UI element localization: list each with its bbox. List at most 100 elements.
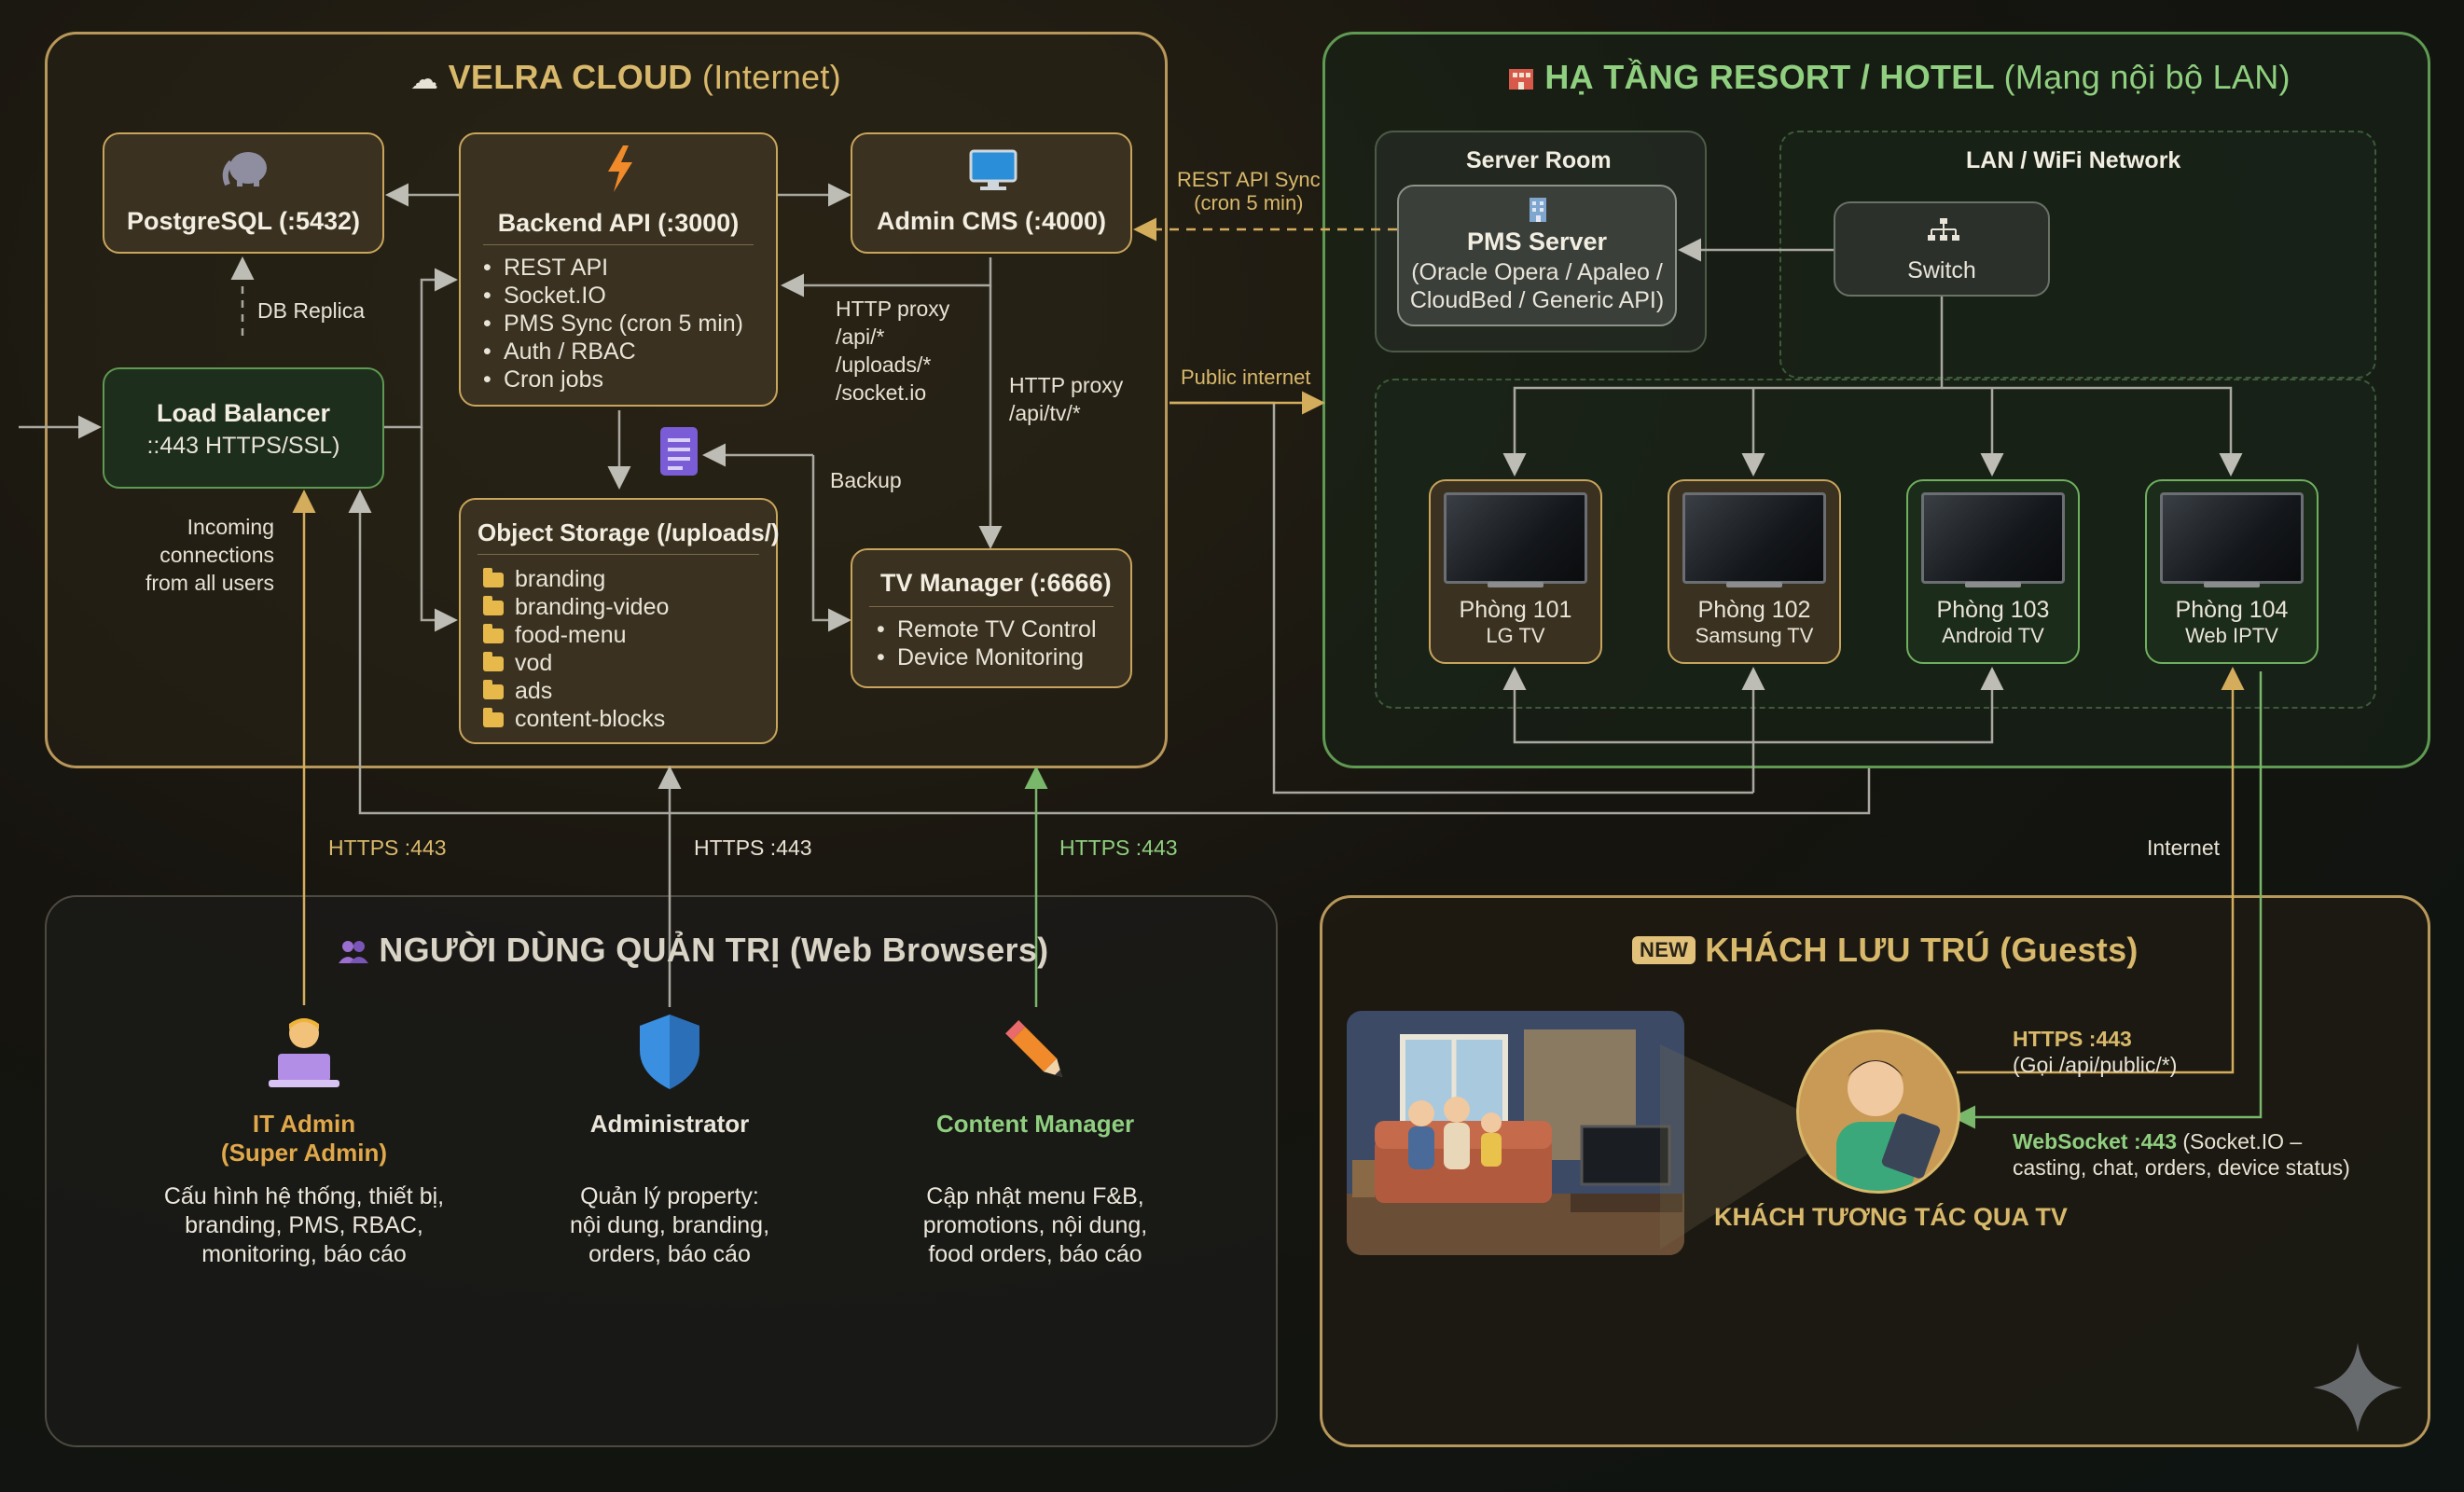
backup-label: Backup [830,468,902,492]
load-balancer-label: Load Balancer [156,399,331,427]
folder-icon [483,652,504,671]
role-desc-it-admin: Cấu hình hệ thống, thiết bị,branding, PM… [163,1183,445,1267]
tv-screen-icon [1682,492,1826,584]
light-cone [1660,1044,1819,1250]
http-proxy-label-2: HTTP proxy/api/tv/* [1009,373,1124,425]
resort-title: HẠ TẦNG RESORT / HOTEL (Mạng nội bộ LAN) [1507,58,2291,97]
http-proxy-label-1: HTTP proxy/api/*/uploads/*/socket.io [836,297,950,405]
db-replica-label: DB Replica [257,298,366,323]
list-item: food-menu [483,621,669,649]
divider [483,244,754,245]
shield-icon [636,1013,703,1091]
switch-label: Switch [1907,257,1976,283]
guest-websocket-label: WebSocket :443 (Socket.IO – casting, cha… [2013,1129,2350,1180]
backend-api-box[interactable]: Backend API (:3000) REST API Socket.IO P… [459,132,778,407]
tv-stand [1726,582,1782,587]
public-internet-label: Public internet [1181,366,1311,389]
family-watching-tv-icon [1347,1011,1684,1255]
cloud-title: ☁ VELRA CLOUD (Internet) [410,58,841,96]
object-storage-box[interactable]: Object Storage (/uploads/) branding bran… [459,498,780,744]
divider [869,606,1114,607]
server-room-label: Server Room [1466,147,1612,173]
guest-caption: KHÁCH TƯƠNG TÁC QUA TV [1714,1203,2068,1231]
admins-title: NGƯỜI DÙNG QUẢN TRỊ (Web Browsers) [338,931,1048,970]
monitor-icon [969,149,1017,192]
role-desc-content-manager: Cập nhật menu F&B,promotions, nội dung,f… [922,1183,1148,1267]
lightning-icon [604,145,636,192]
https-label-content-manager: HTTPS :443 [1059,836,1178,860]
role-desc-administrator: Quản lý property:nội dung, branding,orde… [569,1183,770,1267]
lan-label: LAN / WiFi Network [1966,147,2181,173]
list-item: branding-video [483,593,669,621]
new-badge: NEW [1632,936,1696,964]
users-icon [338,932,369,963]
list-item: Auth / RBAC [483,338,743,366]
list-item: PMS Sync (cron 5 min) [483,310,743,338]
sparkle-icon [2313,1343,2402,1432]
tv-stand [2204,582,2260,587]
role-title-administrator: Administrator [589,1110,750,1138]
role-title-content-manager: Content Manager [935,1110,1135,1138]
postgres-label: PostgreSQL (:5432) [126,207,361,235]
backend-api-label: Backend API (:3000) [497,209,740,237]
guest-with-tablet-icon [1796,1029,1960,1194]
folder-icon [483,596,504,615]
pms-server-box[interactable]: PMS Server (Oracle Opera / Apaleo / Clou… [1397,185,1677,326]
admin-cms-label: Admin CMS (:4000) [876,207,1107,235]
elephant-icon [220,147,270,188]
https-label-administrator: HTTPS :443 [694,836,812,860]
hotel-icon [1507,61,1535,90]
tv-manager-label: TV Manager (:6666) [880,569,1112,597]
guest-https-label: HTTPS :443(Gọi /api/public/*) [2013,1027,2178,1077]
pencil-icon [998,1013,1076,1091]
tv-stand [1488,582,1543,587]
building-icon [1524,196,1552,224]
pms-server-label: PMS Server [1466,228,1608,256]
rest-sync-label: REST API Sync(cron 5 min) [1177,168,1321,215]
tv-screen-icon [1921,492,2065,584]
folder-icon [483,568,504,587]
list-item: content-blocks [483,705,669,733]
tv-screen-icon [1444,492,1587,584]
list-item: REST API [483,254,743,282]
load-balancer-sub: ::443 HTTPS/SSL) [146,433,340,459]
admins-region [45,895,1278,1447]
folder-icon [483,708,504,727]
postgres-box[interactable]: PostgreSQL (:5432) [103,132,384,254]
switch-box[interactable]: Switch [1834,201,2050,297]
pms-desc-line-2: CloudBed / Generic API) [1409,287,1665,313]
folder-icon [483,624,504,643]
tv-stand [1965,582,2021,587]
role-title-it-admin: IT Admin(Super Admin) [220,1110,388,1167]
list-item: Socket.IO [483,282,743,310]
laptop-user-icon [265,1013,343,1091]
admin-cms-box[interactable]: Admin CMS (:4000) [851,132,1132,254]
load-balancer-box[interactable]: Load Balancer ::443 HTTPS/SSL) [103,367,384,489]
list-item: Cron jobs [483,366,743,394]
object-storage-label: Object Storage (/uploads/) [478,518,780,546]
folder-list: branding branding-video food-menu vod ad… [483,565,669,733]
internet-label: Internet [2147,836,2220,860]
list-item: Device Monitoring [877,643,1097,671]
cloud-icon: ☁ [410,64,439,95]
list-item: Remote TV Control [877,615,1097,643]
list-item: branding [483,565,669,593]
divider [478,554,759,555]
tv-manager-box[interactable]: TV Manager (:6666) Remote TV Control Dev… [851,548,1132,688]
https-label-it-admin: HTTPS :443 [328,836,447,860]
tv-manager-feature-list: Remote TV Control Device Monitoring [877,615,1097,671]
document-icon [658,425,699,477]
network-switch-icon [1927,216,1960,244]
